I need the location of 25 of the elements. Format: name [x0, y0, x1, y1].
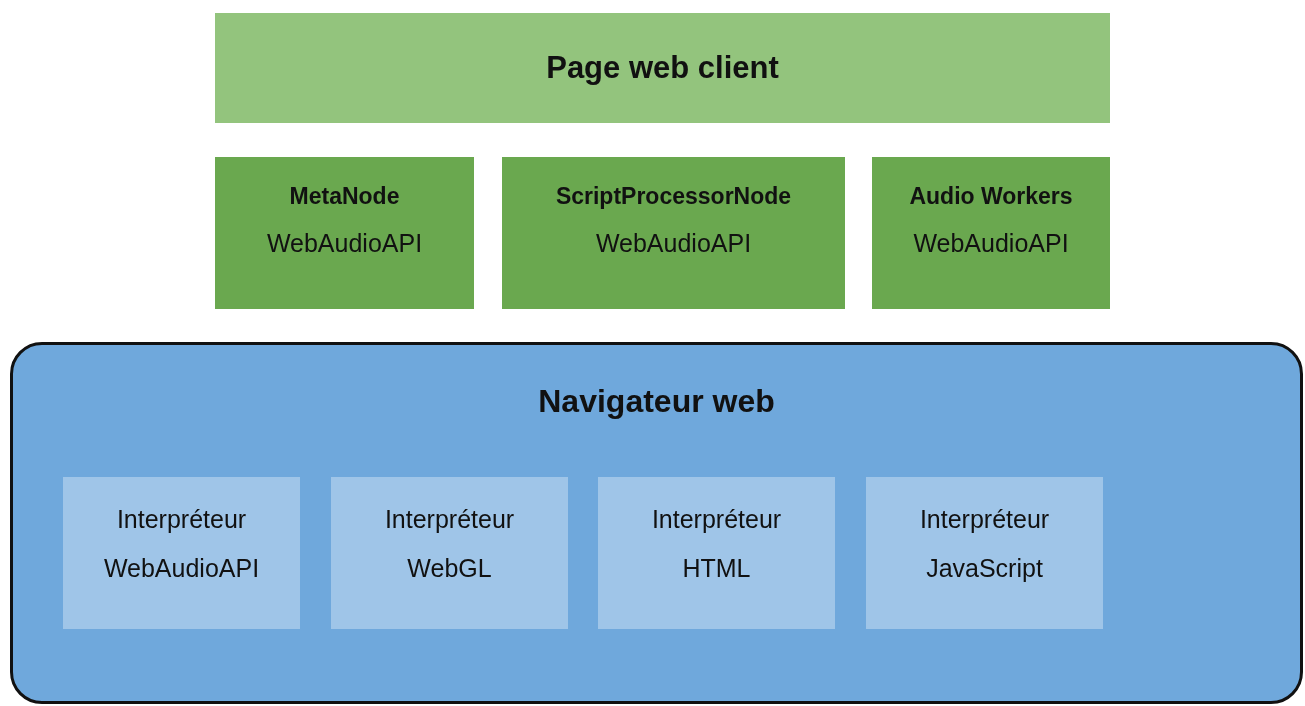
node-title: ScriptProcessorNode — [555, 183, 792, 210]
node-title: Page web client — [546, 50, 779, 86]
api-node-box — [502, 157, 845, 309]
client-page-box — [215, 13, 1110, 123]
interpreter-box — [598, 477, 835, 629]
node-title: Audio Workers — [909, 183, 1073, 210]
node-subtitle: WebAudioAPI — [103, 553, 260, 583]
node-title: Interpréteur — [116, 505, 247, 534]
panel-title: Navigateur web — [538, 383, 775, 420]
node-subtitle: WebAudioAPI — [595, 229, 752, 259]
node-title: Interpréteur — [651, 505, 782, 534]
node-subtitle: HTML — [682, 553, 751, 583]
node-title: Interpréteur — [384, 505, 515, 534]
api-node-box — [872, 157, 1110, 309]
node-subtitle: WebGL — [407, 553, 492, 583]
node-subtitle: WebAudioAPI — [913, 229, 1069, 259]
node-title: MetaNode — [289, 183, 400, 210]
api-node-box — [215, 157, 474, 309]
interpreter-box — [63, 477, 300, 629]
node-subtitle: WebAudioAPI — [266, 229, 423, 259]
interpreter-box — [331, 477, 568, 629]
node-subtitle: JavaScript — [926, 553, 1043, 583]
interpreter-box — [866, 477, 1103, 629]
browser-panel — [10, 342, 1303, 704]
node-title: Interpréteur — [919, 505, 1050, 534]
